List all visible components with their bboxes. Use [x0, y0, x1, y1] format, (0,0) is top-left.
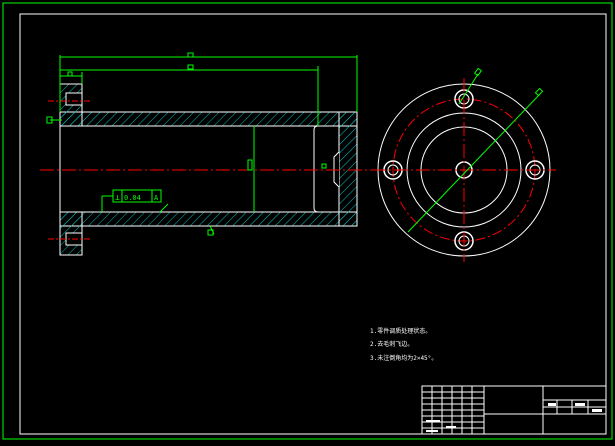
tolerance-value: 0.04 [124, 194, 141, 202]
tolerance-frame: ⊥ 0.04 A [101, 189, 162, 212]
tech-requirements: 1.零件调质处理状态。 2.去毛刺飞边。 3.未注倒角均为2×45°。 [370, 327, 437, 362]
front-section-view [40, 83, 372, 256]
note-line-1: 1.零件调质处理状态。 [370, 327, 431, 335]
note-line-3: 3.未注倒角均为2×45°。 [370, 354, 437, 362]
top-wall-section [59, 111, 358, 127]
side-end-view [372, 67, 556, 262]
end-wall-section [338, 111, 358, 227]
front-dimensions [46, 52, 358, 236]
flange-hole-top [65, 92, 83, 106]
counterbore-outline [313, 125, 340, 213]
sheet-outer-border [2, 2, 613, 440]
title-block [421, 385, 607, 435]
bore [62, 126, 339, 212]
bottom-wall-section [59, 211, 358, 227]
tolerance-symbol: ⊥ [115, 193, 120, 202]
note-line-2: 2.去毛刺飞边。 [370, 340, 413, 348]
sheet-inner-border [19, 13, 607, 435]
tolerance-datum: A [154, 194, 159, 202]
